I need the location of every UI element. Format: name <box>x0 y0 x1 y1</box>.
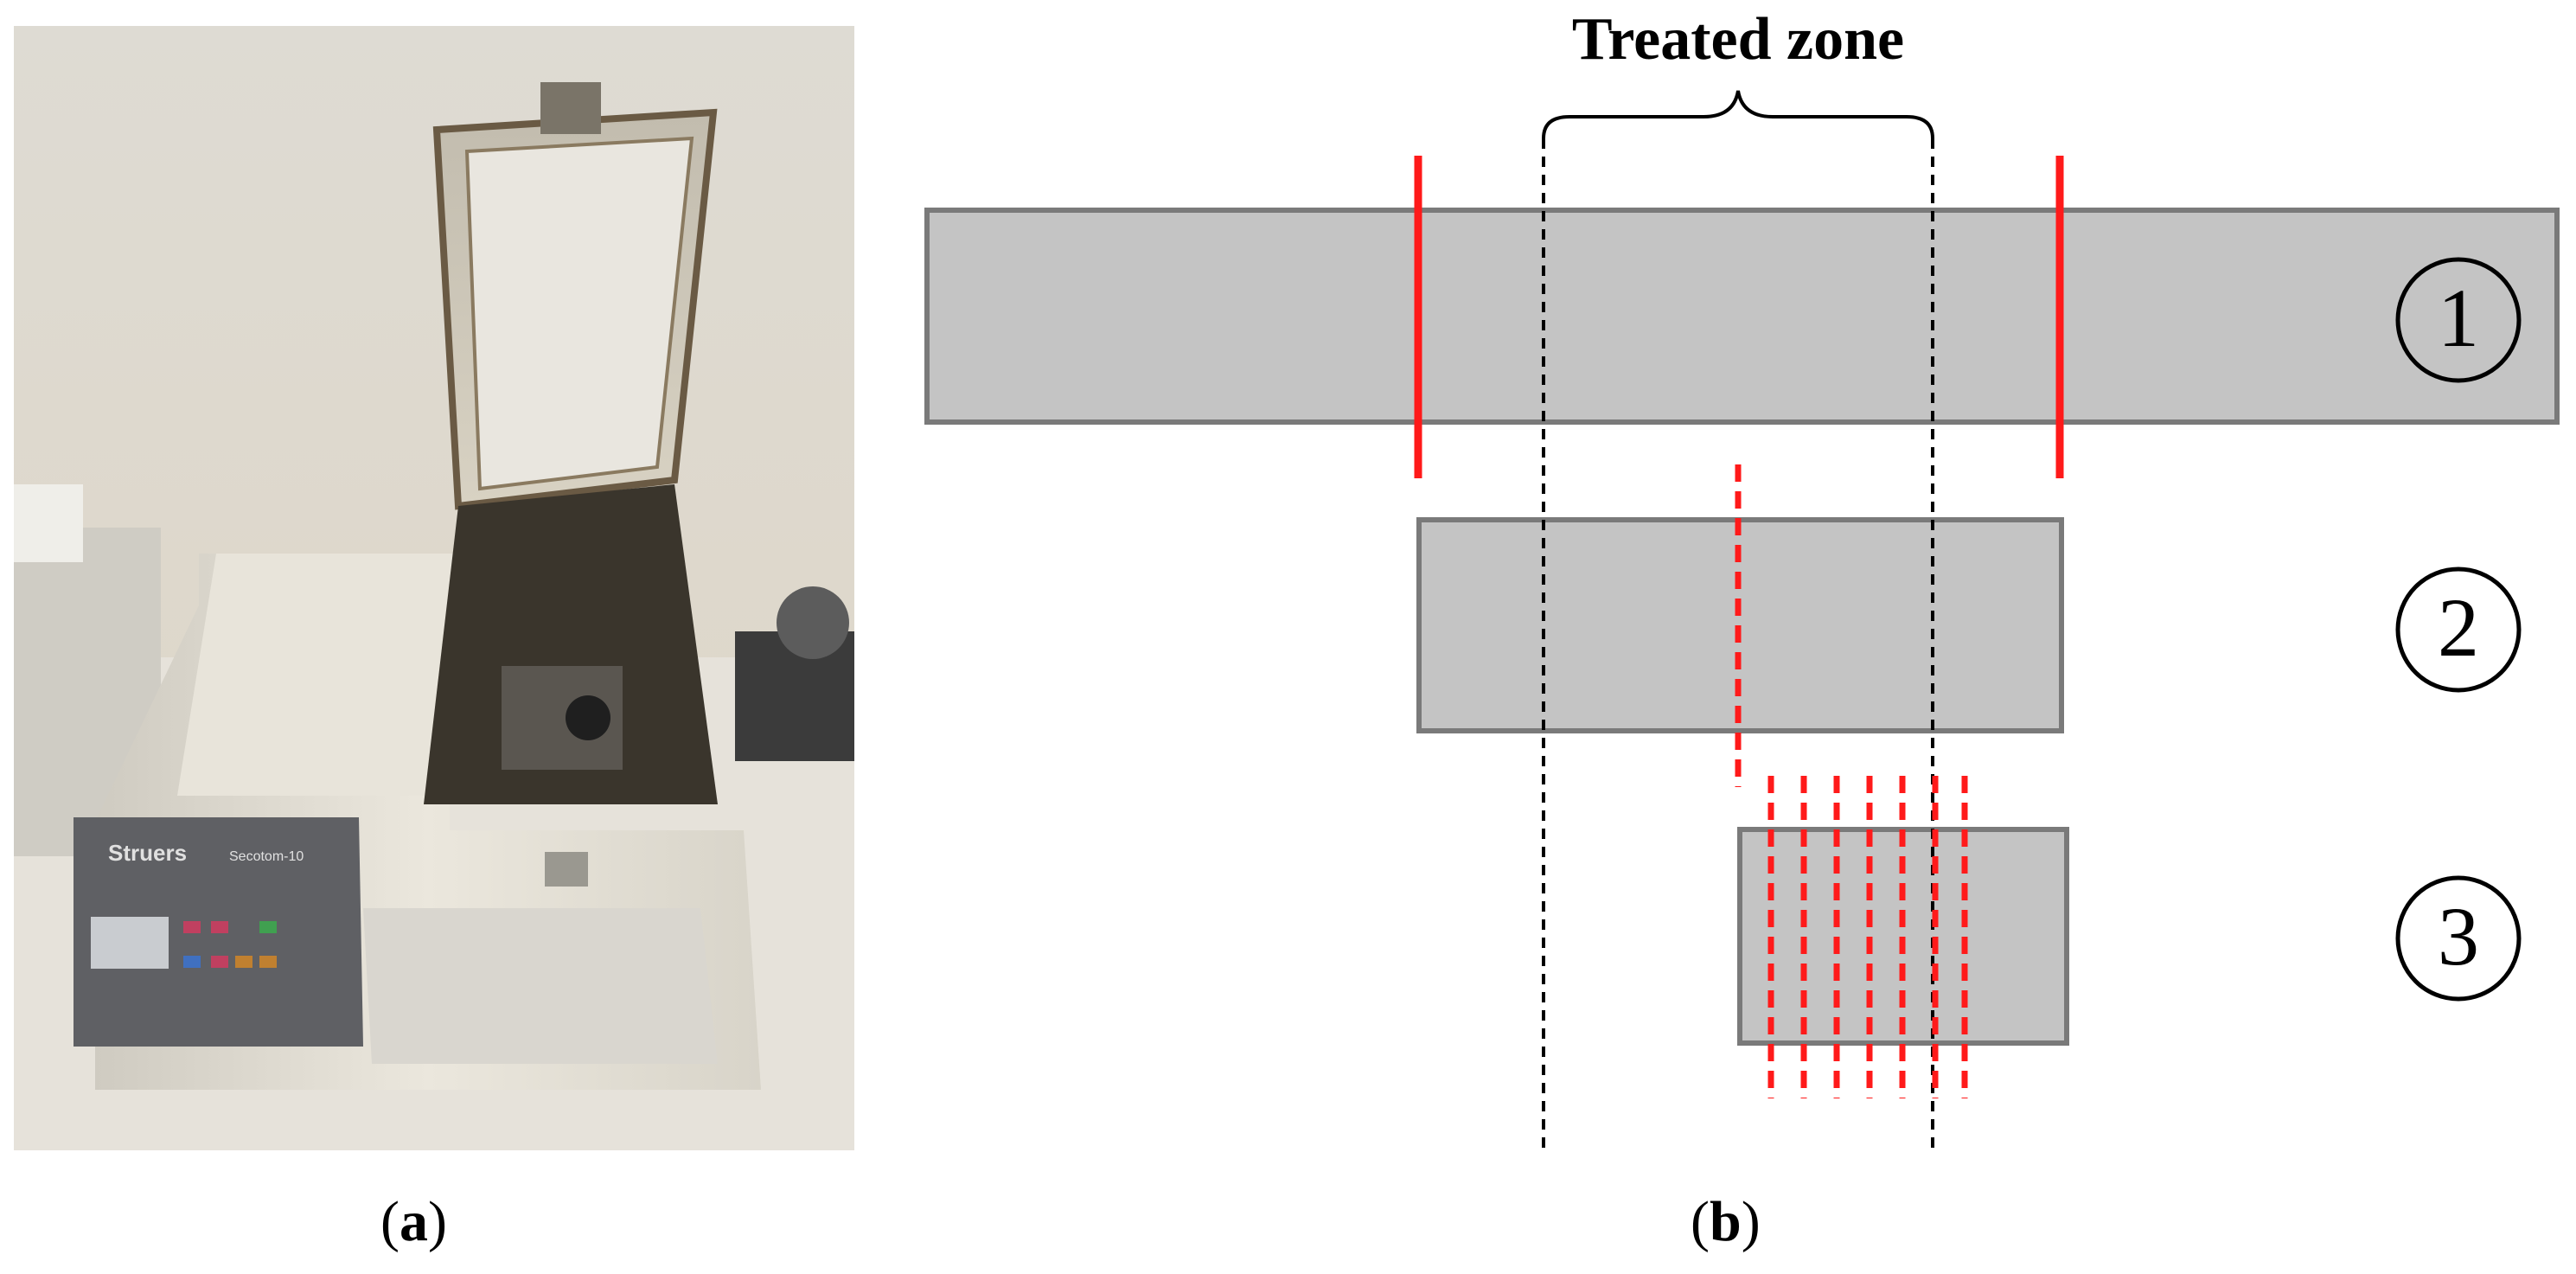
right-device-knob <box>777 586 849 659</box>
step-marker-1: 1 <box>2395 257 2522 383</box>
label-paren-close: ) <box>427 1190 447 1253</box>
lid-handle <box>540 82 601 134</box>
cutting-diagram: Treated zone 1 2 <box>924 6 2560 1150</box>
label-paren-close: ) <box>1741 1190 1761 1253</box>
label-letter: a <box>399 1190 428 1253</box>
treated-zone-title: Treated zone <box>1572 6 1904 73</box>
treated-zone-brace <box>1542 90 1934 139</box>
panel-label-a: (a) <box>380 1194 447 1251</box>
machine-brand: Struers <box>108 840 187 866</box>
front-tray <box>363 908 718 1064</box>
label-letter: b <box>1709 1190 1742 1253</box>
step-number: 1 <box>2438 272 2479 364</box>
step-number: 2 <box>2438 581 2479 674</box>
lid-window <box>464 136 694 491</box>
tray-label <box>545 852 588 887</box>
machine-photo: Struers Secotom-10 <box>14 26 854 1150</box>
control-key <box>235 956 252 968</box>
control-key <box>259 921 277 933</box>
step-marker-3: 3 <box>2395 875 2522 1002</box>
label-paren-open: ( <box>1691 1190 1710 1253</box>
panel-label-b: (b) <box>1691 1194 1761 1251</box>
control-key <box>183 956 201 968</box>
control-key <box>211 921 228 933</box>
control-key <box>211 956 228 968</box>
machine-model: Secotom-10 <box>229 849 304 864</box>
step-number: 3 <box>2438 890 2479 983</box>
specimen-step-1 <box>924 208 2560 425</box>
control-key <box>259 956 277 968</box>
control-display <box>91 917 169 969</box>
vise-knob <box>566 695 610 740</box>
machine-top-shell <box>177 554 467 796</box>
label-paren-open: ( <box>380 1190 400 1253</box>
step-marker-2: 2 <box>2395 567 2522 693</box>
cutting-chamber <box>424 484 718 804</box>
control-key <box>183 921 201 933</box>
left-device-top <box>14 484 83 562</box>
